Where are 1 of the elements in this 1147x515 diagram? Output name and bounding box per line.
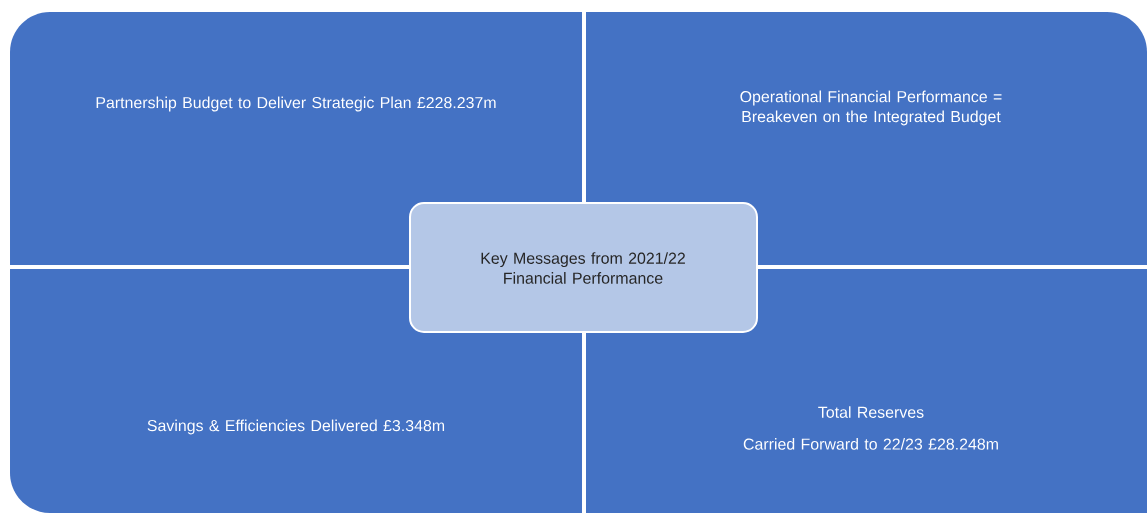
center-box: Key Messages from 2021/22 Financial Performance — [409, 202, 758, 333]
